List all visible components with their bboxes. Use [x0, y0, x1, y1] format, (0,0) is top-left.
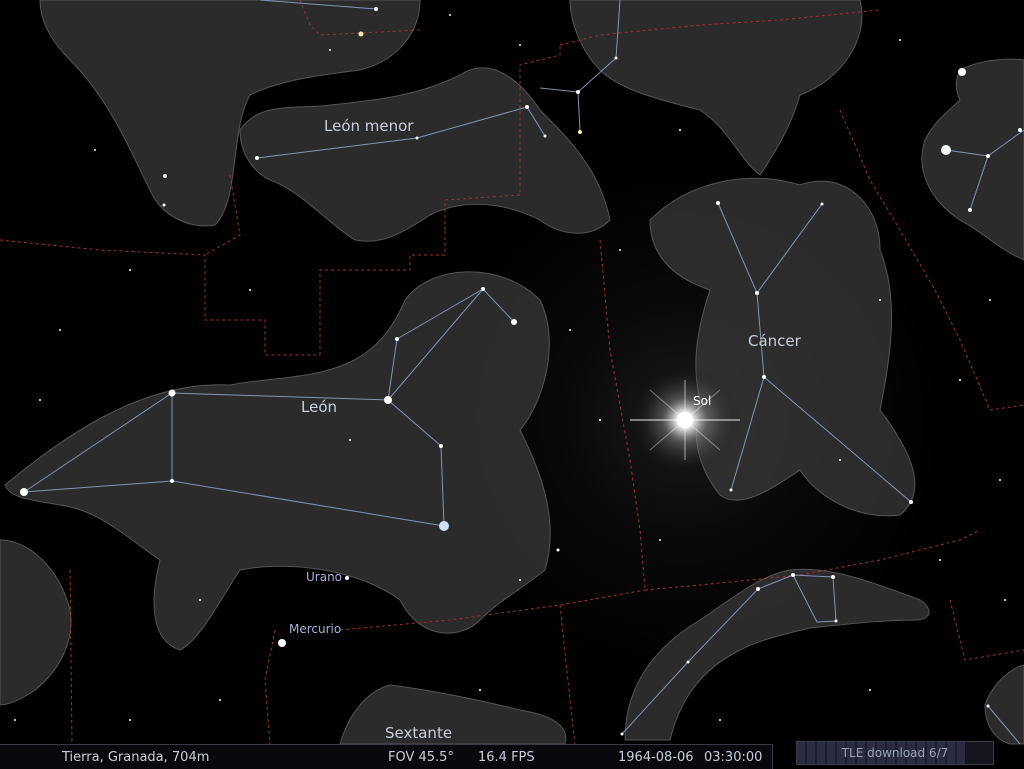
constellation-label-sextante: Sextante	[385, 724, 453, 742]
constellation-boundaries	[0, 0, 1024, 745]
tle-download-progress: TLE download 6/7	[796, 741, 994, 765]
lynx-art	[569, 0, 863, 176]
stars	[14, 7, 1022, 736]
left-figure-art	[0, 539, 72, 706]
planet-label-mercurio: Mercurio	[289, 622, 342, 636]
constellation-label-leon: León	[301, 398, 338, 416]
tle-progress-fill	[797, 742, 965, 764]
planet-label-urano: Urano	[306, 570, 343, 584]
constellation-art	[0, 0, 1024, 745]
status-bar: Tierra, Granada, 704m FOV 45.5° 16.4 FPS…	[0, 744, 773, 769]
sun-glow	[630, 365, 740, 475]
location-text: Tierra, Granada, 704m	[62, 750, 210, 765]
leo-art	[4, 271, 551, 651]
fps-text: 16.4 FPS	[478, 750, 535, 765]
constellation-label-cancer: Cáncer	[748, 332, 801, 350]
time-text: 03:30:00	[704, 750, 763, 765]
date-text: 1964-08-06	[618, 750, 694, 765]
leo-minor-art	[239, 67, 611, 242]
planet-label-sol: Sol	[693, 394, 712, 408]
sextans-art	[339, 684, 567, 745]
gemini-art	[921, 58, 1024, 261]
constellation-label-leon-menor: León menor	[324, 117, 414, 135]
fov-text: FOV 45.5°	[388, 750, 454, 765]
tle-progress-label: TLE download 6/7	[841, 746, 949, 760]
right-figure-art	[984, 664, 1024, 745]
hydra-art	[624, 568, 930, 741]
ursa-major-art	[39, 0, 421, 227]
